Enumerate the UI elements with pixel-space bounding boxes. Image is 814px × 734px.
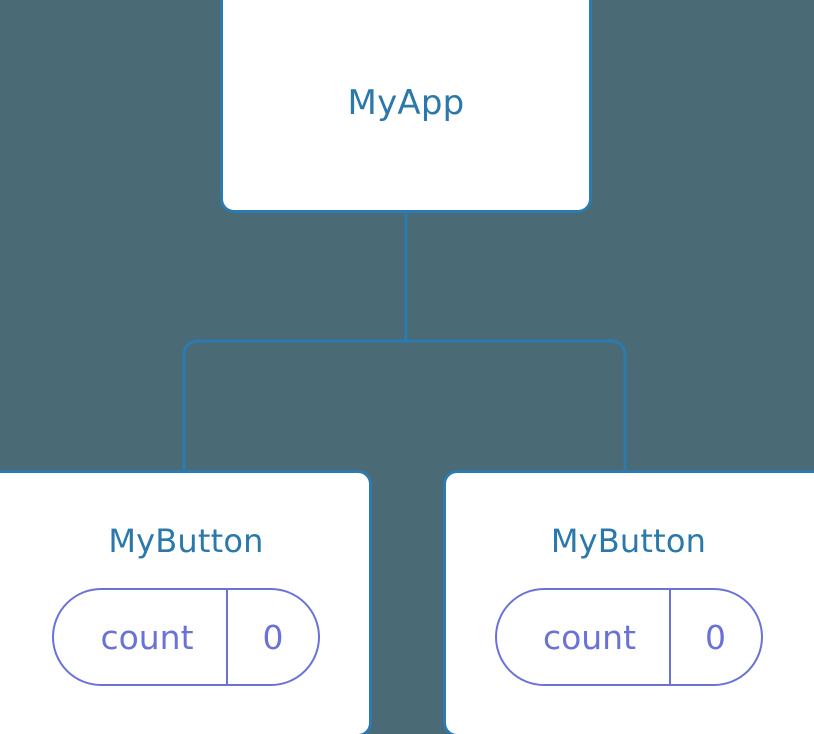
node-mybutton-2[interactable]: MyButton count 0 [443,470,814,734]
node-mybutton-1[interactable]: MyButton count 0 [0,470,372,734]
node-mybutton-1-label: MyButton [108,522,264,560]
state-row-mybutton-1: count 0 [42,588,320,686]
state-row-mybutton-2: count 0 [494,588,773,686]
state-pill-count-1[interactable]: count 0 [52,588,320,686]
node-myapp[interactable]: MyApp [220,0,592,213]
state-pill-count-1-key: count [100,617,194,657]
edge-root-to-left-child [182,339,406,471]
state-pill-count-1-value: 0 [226,590,318,684]
node-mybutton-2-label: MyButton [550,522,707,560]
node-myapp-label: MyApp [347,82,465,123]
state-pill-count-2-key: count [542,617,637,657]
state-pill-count-2[interactable]: count 0 [494,588,763,686]
state-pill-count-2-value: 0 [668,590,761,684]
edge-root-to-right-child [406,339,627,471]
